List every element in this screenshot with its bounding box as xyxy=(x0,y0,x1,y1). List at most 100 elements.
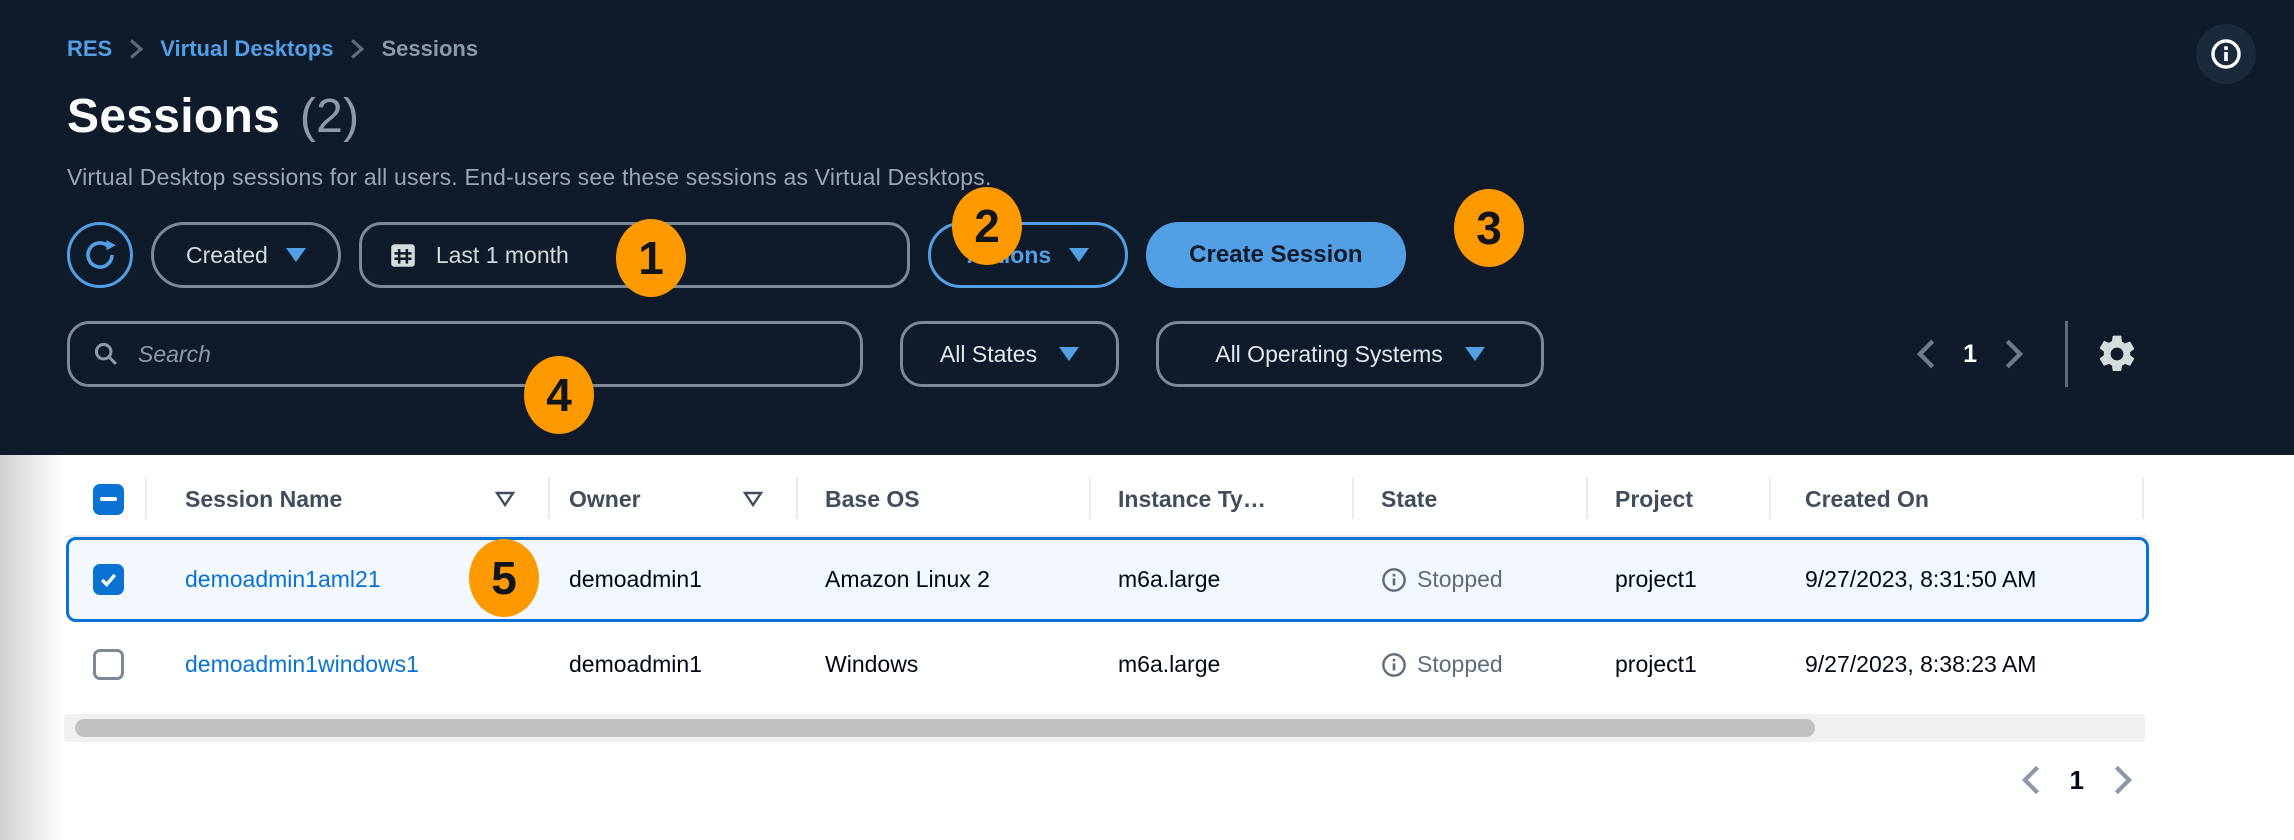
state-filter-dropdown[interactable]: All States xyxy=(900,321,1119,387)
owner-cell: demoadmin1 xyxy=(550,625,798,704)
column-label: Instance Ty… xyxy=(1118,485,1266,512)
current-page-number: 1 xyxy=(1963,339,1977,368)
state-filter-value: All States xyxy=(939,340,1038,367)
previous-page-button[interactable] xyxy=(2010,758,2054,802)
base-os-value: Amazon Linux 2 xyxy=(825,566,990,592)
previous-page-button[interactable] xyxy=(1905,332,1949,376)
table-row[interactable]: demoadmin1windows1 demoadmin1 Windows m6… xyxy=(66,622,2149,707)
column-header-owner[interactable]: Owner xyxy=(550,458,798,540)
callout-badge-2: 2 xyxy=(952,187,1022,265)
breadcrumb-current-sessions: Sessions xyxy=(381,36,479,61)
chevron-right-icon xyxy=(1998,337,2028,371)
sort-caret-icon[interactable] xyxy=(742,490,764,508)
column-header-instance-type: Instance Ty… xyxy=(1091,458,1354,540)
page-title-count: (2) xyxy=(299,90,360,143)
status-badge: Stopped xyxy=(1381,651,1503,678)
top-pagination: 1 xyxy=(1905,321,2142,387)
session-name-link[interactable]: demoadmin1windows1 xyxy=(185,651,419,677)
column-label: Session Name xyxy=(185,485,343,512)
table-row[interactable]: demoadmin1aml21 demoadmin1 Amazon Linux … xyxy=(66,537,2149,622)
breadcrumb-link-res[interactable]: RES xyxy=(67,36,113,61)
next-page-button[interactable] xyxy=(1991,332,2035,376)
instance-type-value: m6a.large xyxy=(1118,651,1221,677)
status-info-icon xyxy=(1381,567,1407,593)
created-on-cell: 9/27/2023, 8:31:50 AM xyxy=(1771,540,2144,619)
refresh-icon xyxy=(82,237,118,273)
chevron-left-icon xyxy=(1912,337,1942,371)
callout-badge-5: 5 xyxy=(469,539,539,617)
horizontal-scrollbar xyxy=(64,714,2145,742)
dropdown-caret-icon xyxy=(285,248,306,262)
row-checkbox[interactable] xyxy=(93,649,124,680)
row-checkbox-cell xyxy=(69,625,147,704)
toolbar: Created Last 1 month Actions xyxy=(67,222,2294,288)
created-on-value: 9/27/2023, 8:31:50 AM xyxy=(1805,566,2037,592)
breadcrumb-separator-icon xyxy=(349,38,365,60)
column-header-created-on: Created On xyxy=(1771,458,2144,540)
column-label: State xyxy=(1381,485,1438,512)
row-checkbox[interactable] xyxy=(93,564,124,595)
table-preferences-button[interactable] xyxy=(2092,329,2142,379)
project-value: project1 xyxy=(1615,651,1697,677)
refresh-button[interactable] xyxy=(67,222,133,288)
dropdown-caret-icon xyxy=(1059,347,1080,361)
page-title: Sessions (2) xyxy=(67,90,2294,144)
owner-value: demoadmin1 xyxy=(569,651,702,677)
row-checkbox-cell xyxy=(69,540,147,619)
created-sort-label: Created xyxy=(186,241,268,268)
callout-badge-4: 4 xyxy=(524,356,594,434)
base-os-cell: Amazon Linux 2 xyxy=(798,540,1091,619)
created-sort-dropdown[interactable]: Created xyxy=(151,222,341,288)
callout-badge-3: 3 xyxy=(1454,189,1524,267)
base-os-cell: Windows xyxy=(798,625,1091,704)
date-range-value: Last 1 month xyxy=(435,241,569,268)
status-label: Stopped xyxy=(1417,566,1503,592)
breadcrumb-link-virtual-desktops[interactable]: Virtual Desktops xyxy=(160,36,334,61)
bottom-pagination: 1 xyxy=(2010,758,2144,802)
info-circle-icon xyxy=(2209,37,2243,71)
current-page-number: 1 xyxy=(2069,764,2084,795)
owner-cell: demoadmin1 xyxy=(550,540,798,619)
scrollbar-thumb[interactable] xyxy=(75,719,1815,737)
base-os-value: Windows xyxy=(825,651,919,677)
search-input[interactable] xyxy=(136,339,838,369)
calendar-icon xyxy=(388,240,418,270)
select-all-checkbox[interactable] xyxy=(93,483,124,515)
status-label: Stopped xyxy=(1417,651,1503,677)
state-cell: Stopped xyxy=(1354,540,1588,619)
os-filter-value: All Operating Systems xyxy=(1215,340,1443,367)
table-header-row: Session Name Owner Base OS Instance Ty… … xyxy=(66,455,2149,537)
status-badge: Stopped xyxy=(1381,566,1503,593)
breadcrumb: RES Virtual Desktops Sessions xyxy=(67,34,2294,64)
select-all-checkbox-cell xyxy=(69,458,147,540)
project-value: project1 xyxy=(1615,566,1697,592)
state-cell: Stopped xyxy=(1354,625,1588,704)
sort-caret-icon[interactable] xyxy=(494,490,516,508)
column-header-state: State xyxy=(1354,458,1588,540)
column-label: Owner xyxy=(569,485,641,512)
next-page-button[interactable] xyxy=(2100,758,2144,802)
top-section: RES Virtual Desktops Sessions Sessions (… xyxy=(67,24,2294,387)
instance-type-cell: m6a.large xyxy=(1091,540,1354,619)
pagination-divider xyxy=(2065,321,2068,387)
session-name-link[interactable]: demoadmin1aml21 xyxy=(185,566,381,592)
dropdown-caret-icon xyxy=(1069,248,1090,262)
breadcrumb-separator-icon xyxy=(128,38,144,60)
create-session-button[interactable]: Create Session xyxy=(1146,222,1406,288)
column-header-session-name[interactable]: Session Name xyxy=(147,458,550,540)
project-cell: project1 xyxy=(1588,540,1771,619)
gear-icon xyxy=(2095,332,2139,376)
info-button[interactable] xyxy=(2196,24,2256,84)
column-label: Created On xyxy=(1805,485,1929,512)
callout-badge-1: 1 xyxy=(616,219,686,297)
chevron-left-icon xyxy=(2017,763,2047,797)
column-label: Base OS xyxy=(825,485,920,512)
os-filter-dropdown[interactable]: All Operating Systems xyxy=(1156,321,1544,387)
owner-value: demoadmin1 xyxy=(569,566,702,592)
column-header-base-os: Base OS xyxy=(798,458,1091,540)
search-icon xyxy=(92,340,120,368)
sessions-table: Session Name Owner Base OS Instance Ty… … xyxy=(0,455,2294,840)
page-title-text: Sessions xyxy=(67,90,281,143)
dropdown-caret-icon xyxy=(1464,347,1485,361)
created-on-value: 9/27/2023, 8:38:23 AM xyxy=(1805,651,2037,677)
